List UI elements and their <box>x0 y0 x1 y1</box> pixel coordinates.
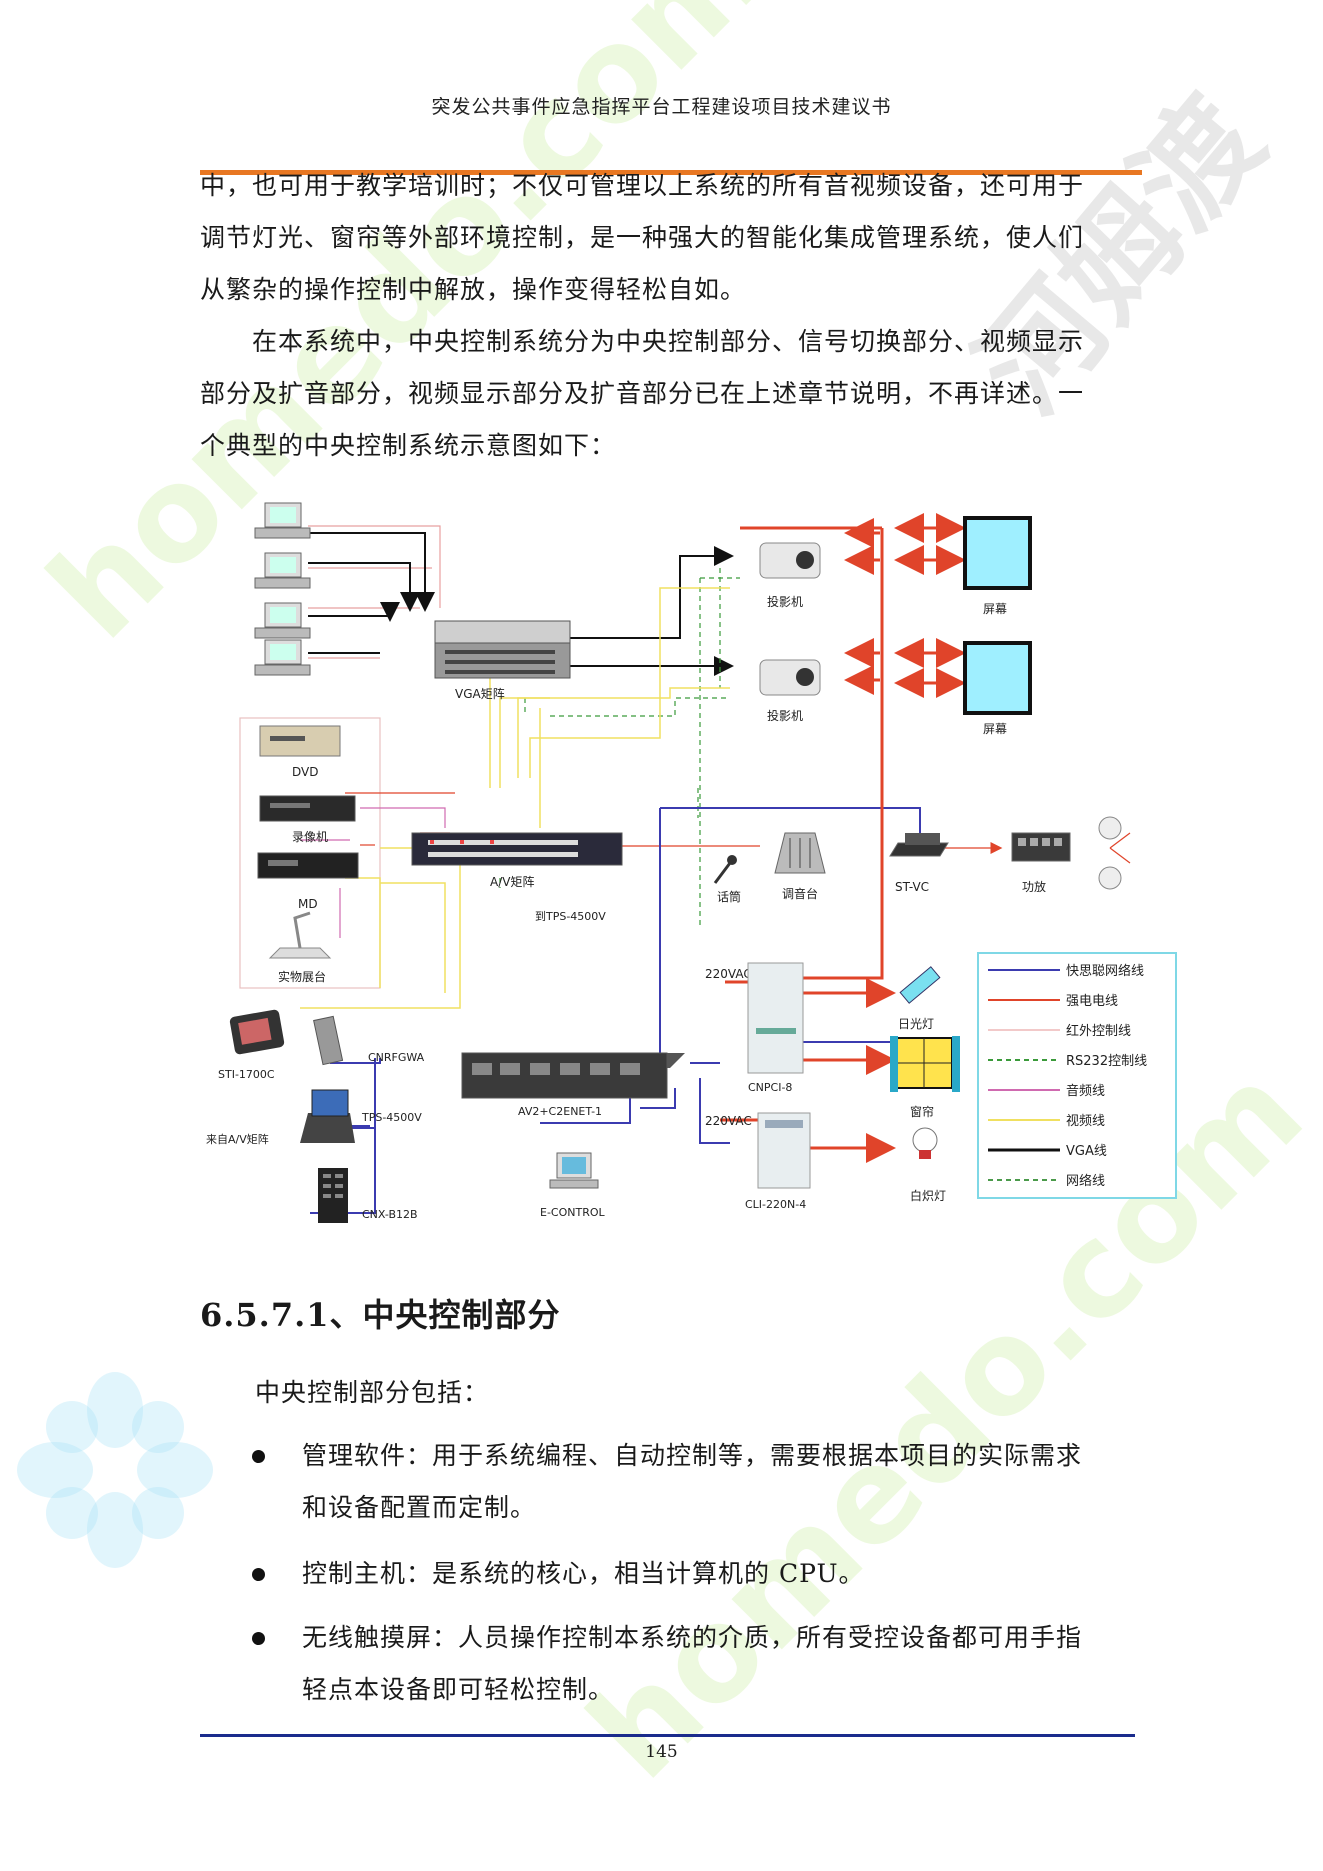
screen-2-label: 屏幕 <box>983 722 1007 736</box>
footer-rule <box>200 1734 1135 1737</box>
fluorescent-lamp-icon <box>899 966 941 1004</box>
projector-icon <box>759 542 821 696</box>
legend-label: 红外控制线 <box>1066 1023 1131 1039</box>
projector-1-label: 投影机 <box>767 594 803 609</box>
fluor-label: 日光灯 <box>898 1017 934 1031</box>
cnpci-label: CNPCI-8 <box>748 1081 792 1094</box>
paragraph-line: 从繁杂的操作控制中解放，操作变得轻松自如。 <box>200 275 747 304</box>
sti-1700c-device <box>229 1009 285 1055</box>
from-av-label: 来自A/V矩阵 <box>206 1132 269 1146</box>
page-header-title: 突发公共事件应急指挥平台工程建设项目技术建议书 <box>431 96 892 118</box>
e-control-pc-icon <box>549 1152 599 1189</box>
legend-label: 网络线 <box>1066 1173 1105 1189</box>
md-player-icon <box>257 852 359 879</box>
ac-1-label: 220VAC <box>705 967 752 981</box>
tps-4500v-touchpanel <box>300 1089 355 1143</box>
bullet-dot-icon <box>252 1632 265 1645</box>
audio-mixer-icon <box>774 832 826 874</box>
econtrol-label: E-CONTROL <box>540 1206 606 1219</box>
paragraph-1: 中，也可用于教学培训时；不仅可管理以上系统的所有音视频设备，还可用于 调节灯光、… <box>200 160 1130 316</box>
mic-label: 话筒 <box>717 889 741 904</box>
to-tps-label: 到TPS-4500V <box>535 910 606 923</box>
incand-label: 白炽灯 <box>910 1188 946 1203</box>
paragraph-line: 调节灯光、窗帘等外部环境控制，是一种强大的智能化集成管理系统，使人们 <box>200 223 1085 252</box>
st-vc-label: ST-VC <box>895 880 929 894</box>
paragraph-line: 个典型的中央控制系统示意图如下： <box>200 431 617 460</box>
sti-label: STI-1700C <box>218 1068 275 1081</box>
legend-label: 强电电线 <box>1066 994 1118 1009</box>
legend-label: 快思聪网络线 <box>1066 963 1144 979</box>
source-group-frame <box>239 717 381 989</box>
vga-matrix-device <box>434 620 571 679</box>
legend-label: 音频线 <box>1066 1083 1105 1099</box>
section-intro: 中央控制部分包括： <box>255 1378 490 1407</box>
document-camera-icon <box>268 911 332 959</box>
projector-2-label: 投影机 <box>767 708 803 723</box>
cnx-label: CNX-B12B <box>362 1208 418 1221</box>
legend-label: 视频线 <box>1066 1114 1105 1129</box>
cnx-b12b-keypad <box>318 1168 348 1223</box>
central-control-system-diagram: VGA矩阵 投影机 投影机 屏幕 屏幕 DVD 录像机 MD 实物展台 A/V矩… <box>206 502 1177 1223</box>
screen-icon <box>963 516 1032 715</box>
dvd-player-icon <box>259 725 341 757</box>
vcr-label: 录像机 <box>292 830 328 844</box>
md-label: MD <box>298 897 318 911</box>
incandescent-bulb-icon <box>912 1127 938 1159</box>
curtain-label: 窗帘 <box>910 1104 934 1119</box>
watermark-flower-icon <box>17 1372 213 1568</box>
amplifier-icon <box>1011 832 1071 862</box>
screen-1-label: 屏幕 <box>983 602 1007 616</box>
st-vc-device <box>889 833 949 857</box>
doc-camera-label: 实物展台 <box>278 969 326 984</box>
ac-2-label: 220VAC <box>705 1114 752 1128</box>
bullet-dot-icon <box>252 1450 265 1463</box>
legend-label: VGA线 <box>1066 1144 1107 1159</box>
av2-label: AV2+C2ENET-1 <box>518 1105 602 1118</box>
cnrfgwa-device <box>313 1015 344 1066</box>
cli-label: CLI-220N-4 <box>745 1198 806 1211</box>
legend-label: RS232控制线 <box>1066 1054 1147 1069</box>
bullet-dot-icon <box>252 1568 265 1581</box>
cli-220n-4-device <box>757 1112 811 1189</box>
vga-matrix-label: VGA矩阵 <box>455 687 505 701</box>
section-heading: 6.5.7.1、中央控制部分 <box>200 1296 561 1334</box>
paragraph-line: 部分及扩音部分，视频显示部分及扩音部分已在上述章节说明，不再详述。一 <box>200 379 1085 408</box>
page-number: 145 <box>645 1742 678 1762</box>
cnrfgwa-label: CNRFGWA <box>368 1051 425 1064</box>
cnpci-8-device <box>747 962 804 1074</box>
av2-control-processor <box>461 1052 685 1099</box>
av-matrix-device <box>411 832 623 866</box>
microphone-icon <box>713 855 737 884</box>
diagram-legend: 快思聪网络线 强电电线 红外控制线 RS232控制线 音频线 视频线 VGA线 … <box>977 952 1177 1199</box>
bullet-text: 管理软件：用于系统编程、自动控制等，需要根据本项目的实际需求 <box>302 1441 1083 1470</box>
paragraph-2: 在本系统中，中央控制系统分为中央控制部分、信号切换部分、视频显示 部分及扩音部分… <box>200 316 1130 472</box>
paragraph-line: 中，也可用于教学培训时；不仅可管理以上系统的所有音视频设备，还可用于 <box>200 171 1085 200</box>
amp-label: 功放 <box>1022 879 1046 894</box>
vcr-icon <box>259 795 356 822</box>
curtain-icon <box>890 1036 960 1092</box>
pc-icon <box>254 502 311 676</box>
bullet-text: 轻点本设备即可轻松控制。 <box>302 1675 615 1704</box>
paragraph-line: 在本系统中，中央控制系统分为中央控制部分、信号切换部分、视频显示 <box>200 327 1085 356</box>
dvd-label: DVD <box>292 765 318 779</box>
tps-label: TPS-4500V <box>361 1111 422 1124</box>
speaker-icon <box>1098 816 1122 890</box>
av-matrix-label: A/V矩阵 <box>490 875 534 889</box>
mixer-label: 调音台 <box>782 886 818 901</box>
bullet-text: 无线触摸屏：人员操作控制本系统的介质，所有受控设备都可用手指 <box>302 1623 1083 1652</box>
bullet-text: 和设备配置而定制。 <box>302 1493 537 1522</box>
bullet-text: 控制主机：是系统的核心，相当计算机的 CPU。 <box>302 1559 865 1588</box>
header-rule <box>200 170 1142 175</box>
